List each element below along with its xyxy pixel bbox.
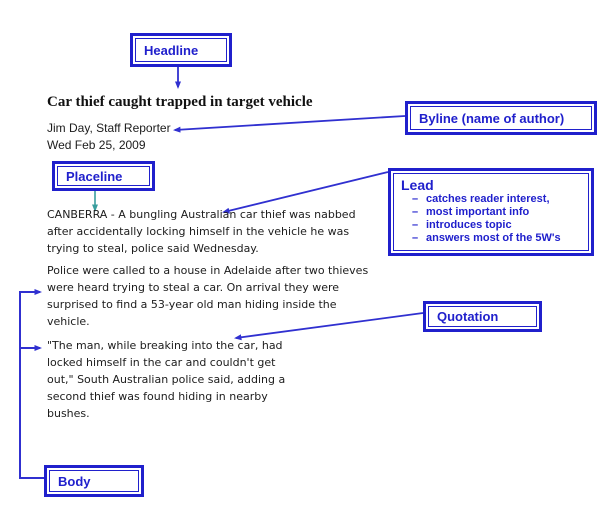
headline-label-box: Headline	[130, 33, 232, 67]
placeline-label-box: Placeline	[52, 161, 155, 191]
article-lead-paragraph: CANBERRA - A bungling Australian car thi…	[47, 208, 356, 255]
lead-bullet-text: introduces topic	[426, 219, 512, 231]
article-quote-paragraph: "The man, while breaking into the car, h…	[47, 339, 286, 420]
lead-title: Lead	[401, 177, 434, 193]
lead-label-box-inner: Lead – catches reader interest, – most i…	[393, 173, 589, 251]
dash-bullet-icon: –	[412, 232, 419, 244]
article-body-paragraph: Police were called to a house in Adelaid…	[47, 264, 369, 328]
article-headline: Car thief caught trapped in target vehic…	[47, 94, 313, 110]
article-dateline: Wed Feb 25, 2009	[47, 138, 146, 152]
lead-bullet-text: most important info	[426, 206, 530, 218]
lead-bullet-row: – most important info	[401, 206, 584, 219]
byline-label-box-inner: Byline (name of author)	[410, 106, 592, 130]
byline-label-box: Byline (name of author)	[405, 101, 597, 135]
placeline-label: Placeline	[66, 168, 123, 184]
headline-label: Headline	[144, 42, 199, 58]
lead-arrow	[222, 171, 389, 214]
lead-bullet-text: answers most of the 5W's	[426, 232, 561, 244]
article-byline: Jim Day, Staff Reporter	[47, 121, 171, 135]
byline-arrow	[173, 115, 406, 133]
body-connector-line	[19, 289, 44, 479]
dash-bullet-icon: –	[412, 206, 419, 218]
lead-bullet-row: – introduces topic	[401, 219, 584, 232]
quotation-arrow	[234, 312, 424, 341]
body-label-box-inner: Body	[49, 470, 139, 492]
quotation-label: Quotation	[437, 309, 499, 324]
body-label: Body	[58, 473, 91, 489]
lead-label-box: Lead – catches reader interest, – most i…	[388, 168, 594, 256]
body-label-box: Body	[44, 465, 144, 497]
headline-label-box-inner: Headline	[135, 38, 227, 62]
byline-label: Byline (name of author)	[419, 110, 565, 126]
dash-bullet-icon: –	[412, 219, 419, 231]
dash-bullet-icon: –	[412, 193, 419, 205]
quotation-label-box-inner: Quotation	[428, 306, 537, 327]
quotation-label-box: Quotation	[423, 301, 542, 332]
placeline-label-box-inner: Placeline	[57, 166, 150, 186]
lead-bullet-row: – catches reader interest,	[401, 193, 584, 206]
lead-bullet-text: catches reader interest,	[426, 193, 550, 205]
article-byline-block: Jim Day, Staff Reporter Wed Feb 25, 2009	[47, 120, 267, 154]
lead-bullet-row: – answers most of the 5W's	[401, 232, 584, 245]
